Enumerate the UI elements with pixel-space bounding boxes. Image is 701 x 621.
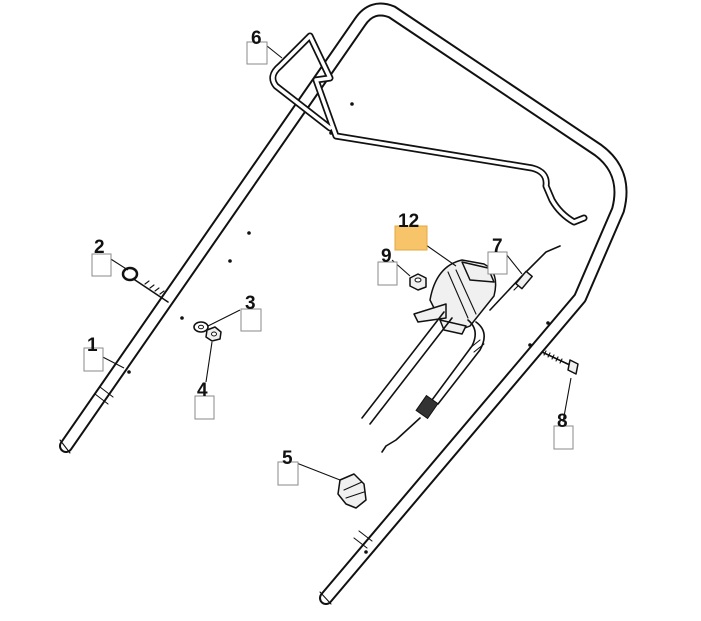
callout-12: 12 [394, 211, 428, 251]
callout-4: 4 [194, 380, 215, 420]
callout-label-9: 9 [381, 246, 392, 267]
callout-7: 7 [487, 236, 508, 275]
callout-label-6: 6 [251, 28, 262, 49]
callout-3: 3 [240, 293, 262, 332]
callout-5: 5 [277, 448, 299, 486]
callout-9: 9 [377, 246, 398, 286]
nut [205, 326, 222, 342]
washer [193, 321, 209, 333]
callout-8: 8 [553, 411, 574, 450]
eye-bolt [121, 266, 169, 303]
throttle-control [413, 259, 497, 335]
callout-2: 2 [91, 237, 112, 277]
callout-label-12: 12 [398, 211, 419, 232]
callout-label-1: 1 [87, 335, 98, 356]
callout-1: 1 [83, 335, 104, 372]
callout-label-2: 2 [94, 237, 105, 258]
callout-label-3: 3 [245, 293, 256, 314]
bail-lever [269, 32, 588, 226]
highlight-box [394, 225, 428, 251]
nut-small [409, 273, 427, 291]
callout-label-7: 7 [492, 236, 503, 257]
callout-label-8: 8 [557, 411, 568, 432]
handle-frame [59, 2, 628, 605]
callout-6: 6 [246, 28, 268, 65]
callout-label-4: 4 [197, 380, 208, 401]
callout-label-5: 5 [282, 448, 293, 469]
cable-clip [337, 473, 367, 509]
throttle-cable [361, 245, 561, 453]
bolt [541, 350, 579, 375]
